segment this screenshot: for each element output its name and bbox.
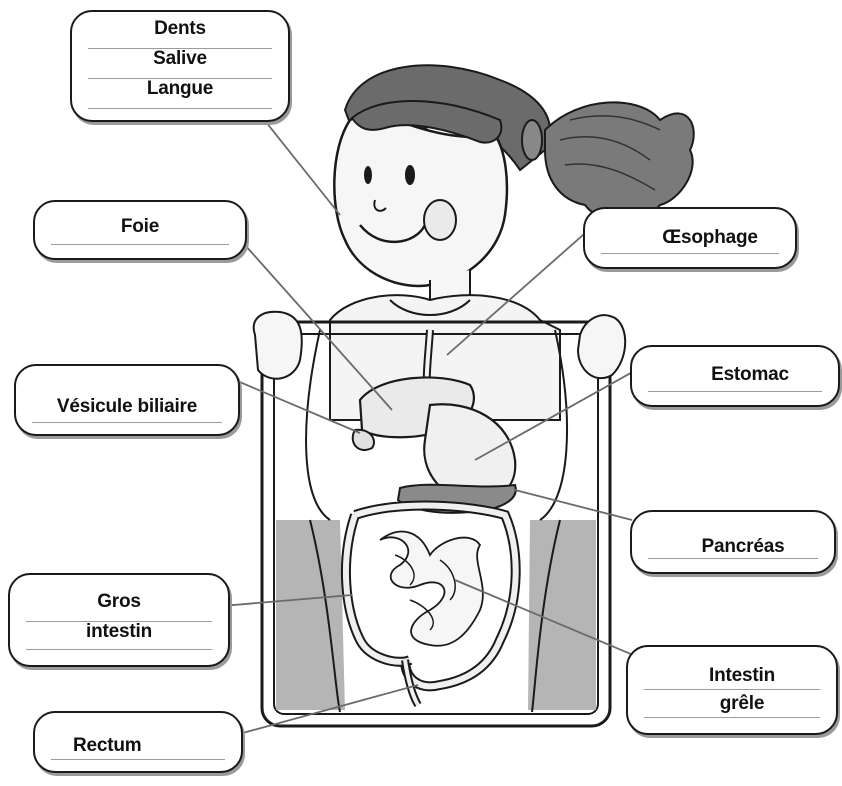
- label-oesophage: Œsophage: [625, 227, 795, 249]
- leader-line-pancreas: [515, 490, 632, 520]
- label-box-rectum[interactable]: Rectum: [33, 711, 243, 773]
- label-salive: Salive: [72, 48, 288, 70]
- label-intestin-grele-1: Intestin: [648, 665, 836, 687]
- blank-line: [601, 253, 779, 254]
- blank-line: [648, 558, 818, 559]
- blank-line: [644, 689, 820, 690]
- blank-line: [26, 649, 212, 650]
- label-box-mouth[interactable]: Dents Salive Langue: [70, 10, 290, 122]
- label-gros: Gros: [10, 591, 228, 613]
- leader-line-mouth: [258, 112, 340, 215]
- label-box-esophagus[interactable]: Œsophage: [583, 207, 797, 269]
- blank-line: [51, 244, 229, 245]
- label-intestin-grele-2: grêle: [648, 693, 836, 715]
- label-vesicule-biliaire: Vésicule biliaire: [16, 396, 238, 418]
- blank-line: [32, 422, 222, 423]
- label-pancreas: Pancréas: [652, 536, 834, 558]
- label-box-liver[interactable]: Foie: [33, 200, 247, 260]
- blank-line: [644, 717, 820, 718]
- label-dents: Dents: [72, 18, 288, 40]
- label-rectum: Rectum: [73, 735, 141, 757]
- label-box-large-intestine[interactable]: Gros intestin: [8, 573, 230, 667]
- label-intestin: intestin: [10, 621, 228, 643]
- label-box-small-intestine[interactable]: Intestin grêle: [626, 645, 838, 735]
- blank-line: [648, 391, 822, 392]
- label-box-pancreas[interactable]: Pancréas: [630, 510, 836, 574]
- label-box-stomach[interactable]: Estomac: [630, 345, 840, 407]
- label-box-gallbladder[interactable]: Vésicule biliaire: [14, 364, 240, 436]
- label-langue: Langue: [72, 78, 288, 100]
- blank-line: [51, 759, 225, 760]
- label-estomac: Estomac: [662, 364, 838, 386]
- label-foie: Foie: [35, 216, 245, 238]
- blank-line: [88, 108, 272, 109]
- face-drawing: [334, 101, 507, 305]
